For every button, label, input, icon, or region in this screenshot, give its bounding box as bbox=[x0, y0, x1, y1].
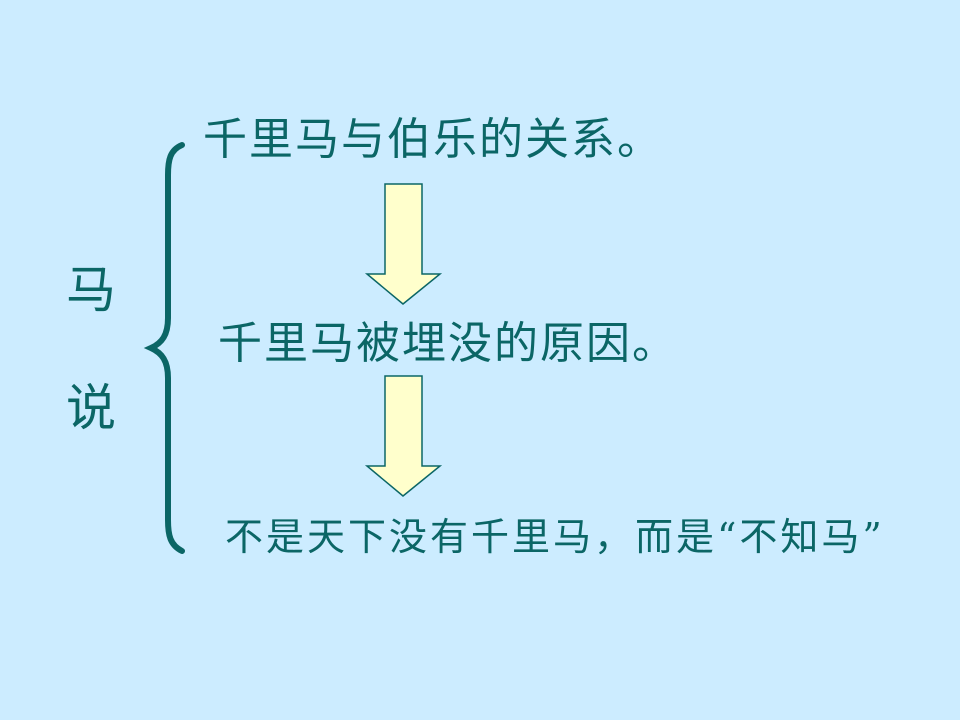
item-conclusion: 不是天下没有千里马，而是“不知马” bbox=[225, 515, 885, 559]
down-arrow-icon bbox=[364, 183, 443, 305]
title-char-1: 马 bbox=[66, 261, 116, 319]
left-brace-icon bbox=[143, 142, 185, 554]
down-arrow-icon bbox=[364, 375, 443, 497]
item-reason: 千里马被埋没的原因。 bbox=[218, 318, 678, 369]
item-relationship: 千里马与伯乐的关系。 bbox=[203, 114, 663, 165]
title-char-2: 说 bbox=[66, 379, 116, 437]
